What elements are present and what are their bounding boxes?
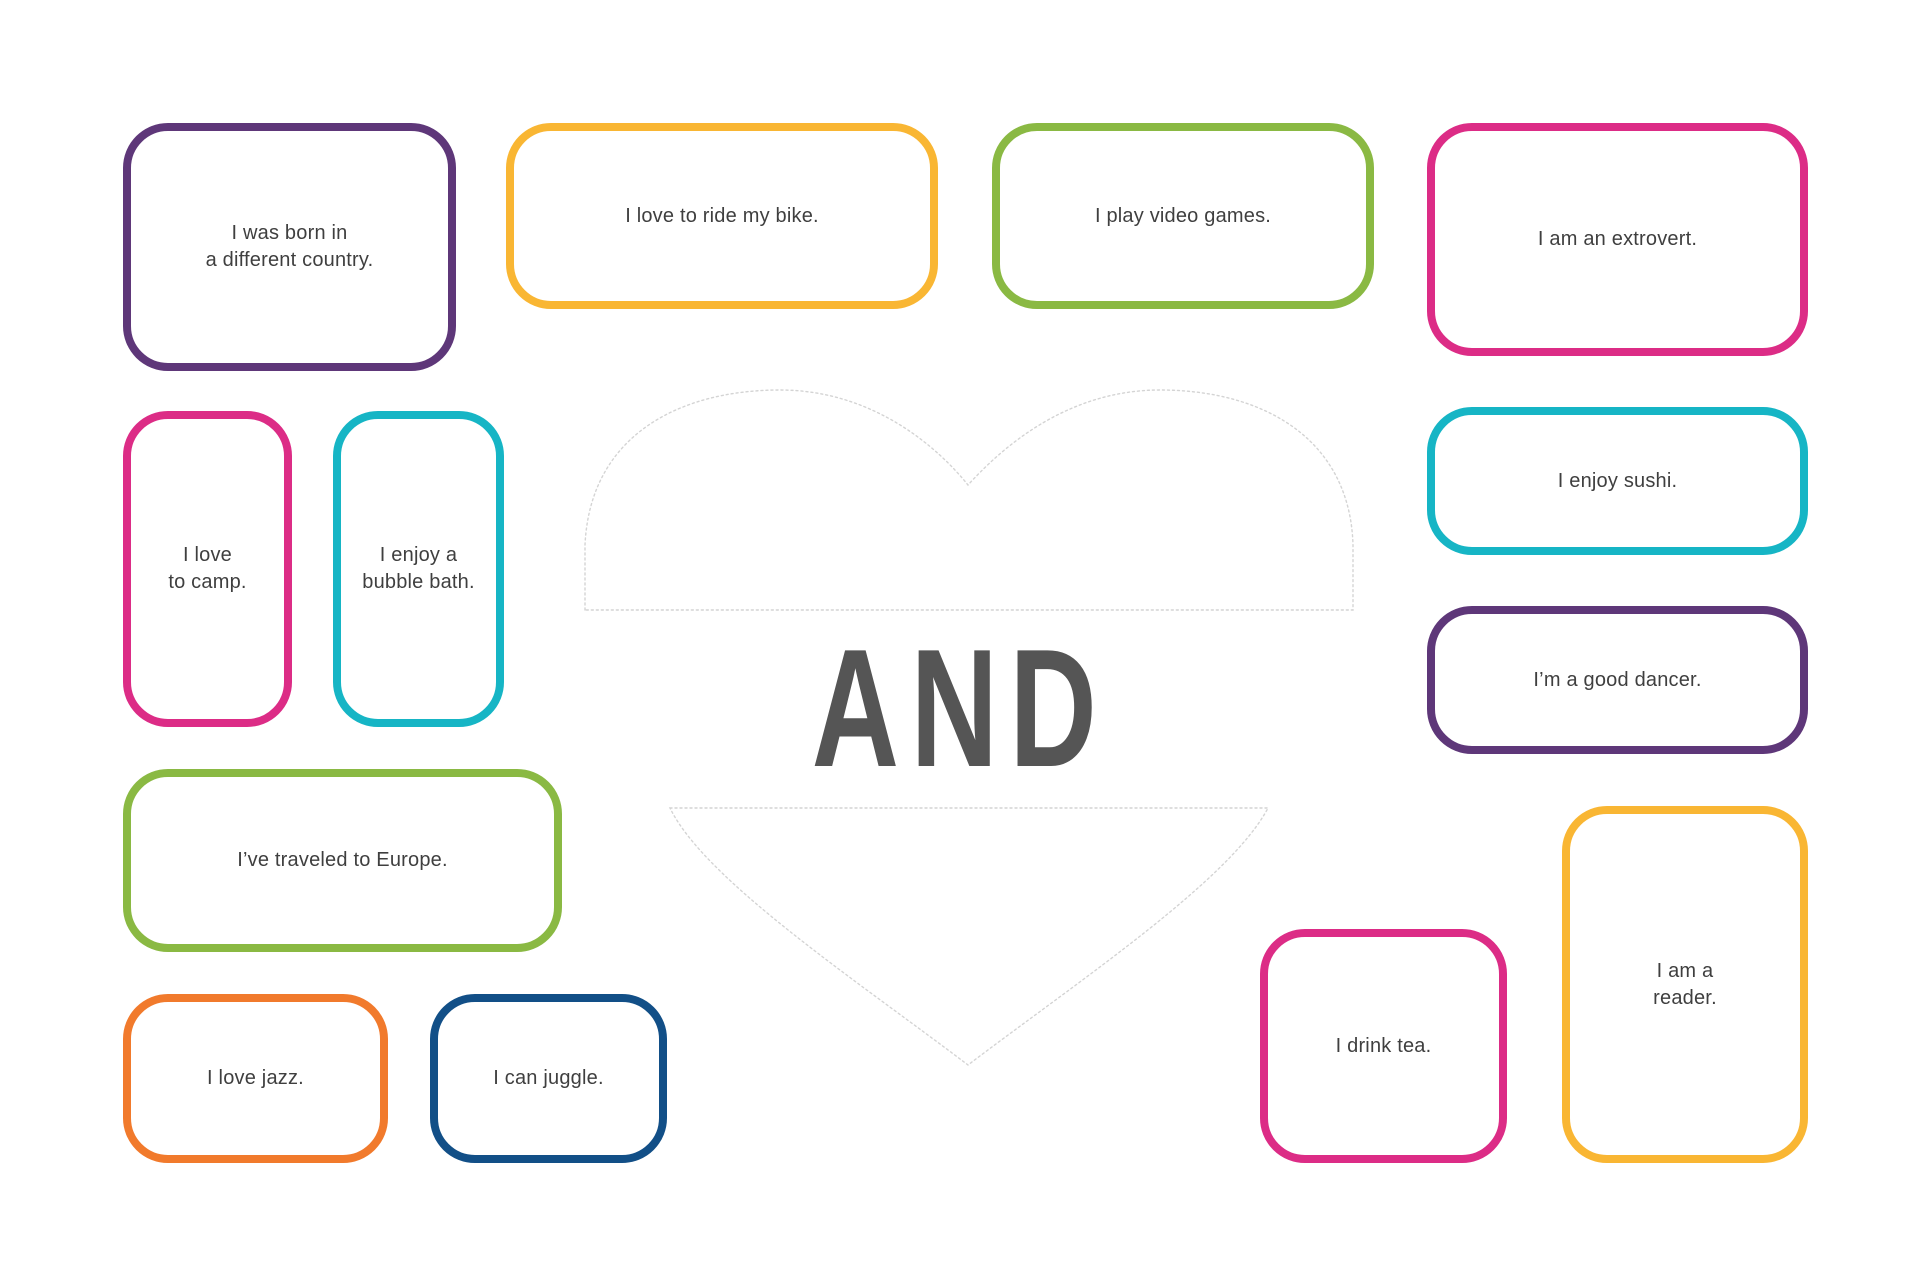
- card-born-different-country[interactable]: I was born in a different country.: [123, 123, 456, 371]
- card-drink-tea[interactable]: I drink tea.: [1260, 929, 1507, 1163]
- card-sushi[interactable]: I enjoy sushi.: [1427, 407, 1808, 555]
- and-label: AND: [811, 613, 1109, 802]
- card-camp[interactable]: I love to camp.: [123, 411, 292, 727]
- heart-top-half: [584, 389, 1354, 611]
- card-ride-bike[interactable]: I love to ride my bike.: [506, 123, 938, 309]
- heart-bottom-half: [668, 807, 1270, 1066]
- card-extrovert[interactable]: I am an extrovert.: [1427, 123, 1808, 356]
- card-traveled-europe[interactable]: I’ve traveled to Europe.: [123, 769, 562, 952]
- card-reader[interactable]: I am a reader.: [1562, 806, 1808, 1163]
- card-juggle[interactable]: I can juggle.: [430, 994, 667, 1163]
- card-bubble-bath[interactable]: I enjoy a bubble bath.: [333, 411, 504, 727]
- card-good-dancer[interactable]: I’m a good dancer.: [1427, 606, 1808, 754]
- card-video-games[interactable]: I play video games.: [992, 123, 1374, 309]
- card-jazz[interactable]: I love jazz.: [123, 994, 388, 1163]
